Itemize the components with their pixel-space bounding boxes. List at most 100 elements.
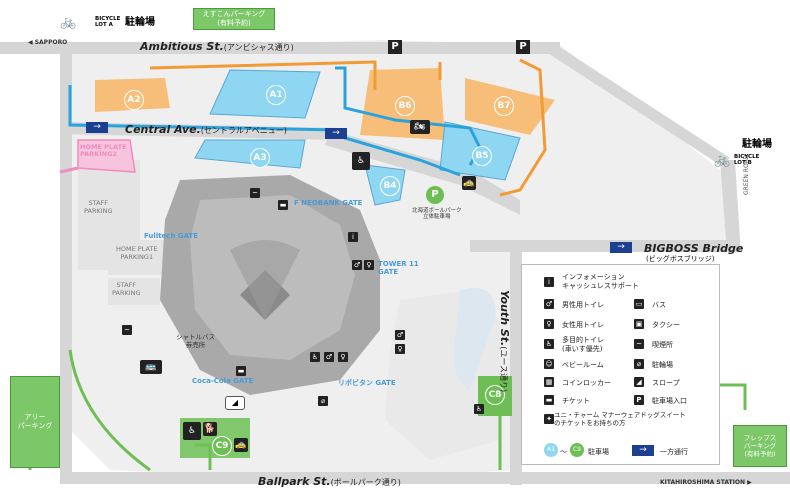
motorbike-icon: 🏍 [410,120,430,134]
legend-info: インフォメーション キャッシュレスサポート [562,273,639,291]
legend-multi: 多目的トイレ (車いす優先) [562,336,604,354]
male-restroom-icon-2: ♂ [324,352,334,362]
legend-lot-a1: A1 [544,443,558,457]
sapporo-direction: ◀ SAPPORO [28,39,68,46]
legend-ticket: チケット [562,397,590,405]
lot-a1-shape [209,69,321,119]
legend-lot-label: 駐車場 [588,448,609,456]
ballpark-name: Ballpark St. [258,475,331,488]
road-youth [510,250,522,485]
legend-info-icon: i [544,277,554,287]
road-central-east [325,130,520,215]
bicycle-lot-b-title: 駐輪場 [742,139,772,150]
legend-smoking-icon: ~ [634,339,644,349]
orange-route [149,58,547,197]
pink-route [59,166,79,174]
legend-male-icon: ♂ [544,299,554,309]
lot-a3[interactable]: A3 [250,148,270,168]
road-west [60,54,72,472]
legend-lot-c9: C9 [570,443,584,457]
tower-parking-p-icon[interactable]: P [426,186,444,204]
female-restroom-icon-3: ♀ [395,344,405,354]
street-central: Central Ave.(セントラルアベニュー) [125,124,287,135]
info-icon: i [348,232,358,242]
ambitious-jp: (アンビシャス通り) [223,43,294,52]
pond [454,288,496,390]
wheelchair-restroom-icon: ♿ [310,352,320,362]
female-restroom-icon-2: ♀ [338,352,348,362]
street-youth: Youth St.(ユース通り) [498,290,511,393]
lot-a2[interactable]: A2 [124,90,144,110]
oneway-arrow-central-2: → [325,128,347,139]
street-ballpark: Ballpark St.(ボールパーク通り) [258,476,401,487]
youth-jp: (ユース通り) [499,346,508,393]
map-legend: i インフォメーション キャッシュレスサポート ♂ 男性用トイレ ▭ バス ♀ … [521,264,720,465]
wheelchair-icon-c8: ♿ [474,404,484,414]
street-ambitious: Ambitious St.(アンビシャス通り) [140,41,294,52]
cocacola-gate: Coca-Cola GATE [192,377,254,385]
legend-parking-entry: 駐車場入口 [652,397,687,405]
legend-lot-sep: 〜 [560,448,567,456]
esconfield-parking-box[interactable]: えすこんパーキング (有料予約) [193,8,275,30]
lot-c8[interactable]: C8 [485,385,505,405]
ambitious-name: Ambitious St. [140,40,224,53]
legend-female: 女性用トイレ [562,321,604,329]
road-bigboss [470,240,740,252]
kitahiroshima-label: KITAHIROSHIMA STATION [660,479,745,486]
legend-ticket-icon: ▬ [544,395,554,405]
legend-male: 男性用トイレ [562,301,604,309]
shuttle-ticket-label: シャトルバス 券売所 [176,333,215,349]
staff-parking-2: STAFF PARKING [112,281,141,297]
neobank-gate: F NEOBANK GATE [294,199,363,207]
kitahiroshima-direction: KITAHIROSHIMA STATION ▶ [660,479,752,486]
ticket-icon-2: ▬ [236,366,246,376]
legend-locker-icon: ▦ [544,377,554,387]
legend-baby: ベビールーム [562,361,604,369]
bicycle-lot-b-sub: BICYCLE LOT B [734,154,760,167]
youth-name: Youth St. [498,290,511,347]
lot-b7[interactable]: B7 [494,96,514,116]
lot-b5[interactable]: B5 [472,146,492,166]
bicycle-icon-b: 🚲 [714,153,731,168]
street-bigboss-jp: (ビッグボスブリッジ) [646,255,715,263]
legend-dog: ユニ・チャーム マナーウェアドッグスイート のチケットをお持ちの方 [554,411,686,428]
parking-entry-icon-2: P [516,40,530,54]
wheelchair-icon-c9: ♿ [183,422,201,440]
oneway-arrow-central: → [86,122,108,133]
bus-icon: 🚌 [140,360,162,374]
female-restroom-icon: ♀ [364,260,374,270]
lot-a1[interactable]: A1 [266,85,286,105]
staff-parking-1: STAFF PARKING [84,199,113,215]
lot-c9[interactable]: C9 [212,436,232,456]
male-restroom-icon-3: ♂ [395,330,405,340]
lot-b6[interactable]: B6 [395,96,415,116]
legend-oneway-icon: → [632,445,654,456]
lot-b4[interactable]: B4 [380,176,400,196]
smoking-icon: ~ [250,188,260,198]
bicycle-lot-a-sub: BICYCLE LOT A [95,16,121,29]
ticket-icon: ▬ [278,200,288,210]
bicycle-lot-a-title: 駐輪場 [125,17,155,28]
legend-bicycle-icon: ⌀ [634,359,644,369]
legend-parking-icon: P [634,395,644,405]
legend-taxi-icon: ▣ [634,319,644,329]
legend-taxi: タクシー [652,321,680,329]
road-ballpark [60,472,790,484]
home-plate-2-label[interactable]: HOME PLATE PARKING2 [80,143,127,159]
road-green [720,160,740,240]
outfield [230,240,300,320]
road-ambitious [0,42,560,54]
fleps-parking-box[interactable]: フレップス パーキング (有料予約) [733,425,787,467]
central-jp: (セントラルアベニュー) [200,126,287,135]
legend-bicycle: 駐輪場 [652,361,673,369]
lipovitan-gate: リポビタン GATE [338,379,396,387]
staff-block-2 [108,278,160,305]
legend-multi-icon: ♿ [544,339,554,349]
home-plate-1-label: HOME PLATE PARKING1 [116,245,158,261]
legend-baby-icon: ☺ [544,359,554,369]
ally-parking-box[interactable]: アリー パーキング [10,376,60,468]
home-plate-2-shape [77,139,136,173]
taxi-icon: 🚕 [462,176,476,190]
